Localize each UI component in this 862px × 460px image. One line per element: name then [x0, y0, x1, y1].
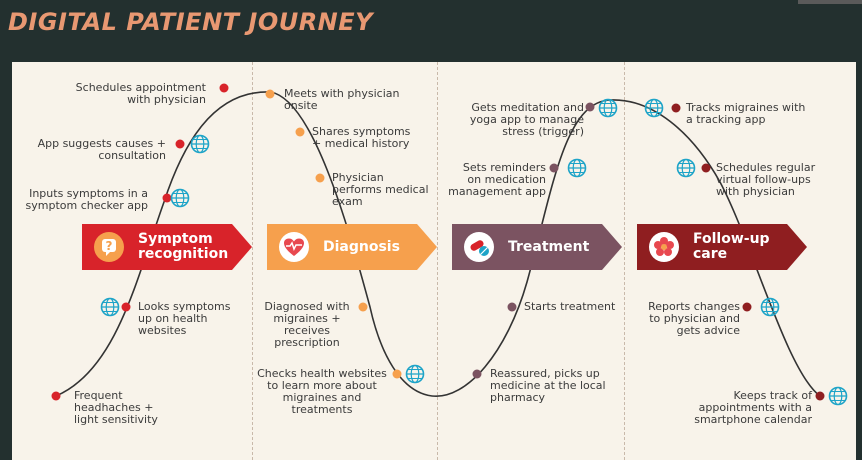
stage-diagnosis: Diagnosis [267, 224, 417, 270]
stage-banner-diagnosis [267, 224, 437, 270]
step-label: App suggests causes + consultation [37, 137, 166, 162]
globe-icon [190, 134, 210, 154]
step-dot [121, 302, 131, 312]
step-label: Gets meditation and yoga app to manage s… [469, 101, 584, 138]
question-icon: ? [94, 232, 124, 262]
step-label: Sets reminders on medication management … [448, 161, 546, 198]
step-label: Frequent headhaches + light sensitivity [74, 389, 158, 426]
stage-label: Treatment [508, 238, 590, 255]
step-dot [585, 102, 595, 112]
globe-icon [100, 297, 120, 317]
stage-banner-symptom [82, 224, 252, 270]
heart-pulse-icon [279, 232, 309, 262]
step-label: Looks symptoms up on health websites [138, 300, 231, 337]
stage-banner-followup [637, 224, 807, 270]
step-dot [315, 173, 325, 183]
stage-label: Follow-up care [693, 231, 770, 262]
globe-icon [170, 188, 190, 208]
stage-followup-care: Follow-up care [637, 224, 787, 270]
step-dot [175, 139, 185, 149]
step-label: Reassured, picks up medicine at the loca… [490, 367, 606, 404]
step-label: Inputs symptoms in a symptom checker app [25, 187, 149, 212]
flower-icon [649, 232, 679, 262]
step-label: Physician performs medical exam [332, 171, 429, 208]
stage-divider [252, 62, 253, 460]
page-title: DIGITAL PATIENT JOURNEY [8, 8, 374, 36]
step-label: Schedules regular virtual follow-ups wit… [716, 161, 816, 198]
stage-label: Symptom recognition [138, 231, 229, 262]
window-corner [798, 0, 862, 4]
globe-icon [760, 297, 780, 317]
step-dot [162, 193, 172, 203]
step-dot [219, 83, 229, 93]
step-label: Shares symptoms + medical history [312, 125, 411, 150]
step-label: Reports changes to physician and gets ad… [648, 300, 740, 337]
step-dot [815, 391, 825, 401]
step-dot [671, 103, 681, 113]
journey-panel: ? Symptom recognition Diagnosis Treatmen… [12, 62, 856, 460]
step-dot [472, 369, 482, 379]
step-label: Meets with physician onsite [284, 87, 400, 112]
step-dot [392, 369, 402, 379]
step-dot [549, 163, 559, 173]
step-label: Diagnosed with migraines + receives pres… [264, 300, 350, 349]
stage-banner-treatment [452, 224, 622, 270]
stage-symptom-recognition: ? Symptom recognition [82, 224, 232, 270]
stage-treatment: Treatment [452, 224, 602, 270]
step-label: Keeps track of appointments with a smart… [694, 389, 812, 426]
wave-line [55, 91, 821, 397]
globe-icon [598, 98, 618, 118]
step-dot [265, 89, 275, 99]
step-dot [507, 302, 517, 312]
globe-icon [676, 158, 696, 178]
globe-icon [644, 98, 664, 118]
step-label: Schedules appointment with physician [75, 81, 206, 106]
svg-text:?: ? [106, 239, 113, 253]
globe-icon [567, 158, 587, 178]
step-dot [295, 127, 305, 137]
step-label: Tracks migraines with a tracking app [686, 101, 806, 126]
step-dot [51, 391, 61, 401]
step-dot [358, 302, 368, 312]
globe-icon [828, 386, 848, 406]
pills-icon [464, 232, 494, 262]
stage-divider [624, 62, 625, 460]
step-dot [701, 163, 711, 173]
step-label: Starts treatment [524, 300, 616, 313]
stage-divider [437, 62, 438, 460]
stage-label: Diagnosis [323, 238, 400, 255]
step-dot [742, 302, 752, 312]
step-label: Checks health websites to learn more abo… [257, 367, 387, 416]
globe-icon [405, 364, 425, 384]
journey-curve [51, 83, 848, 406]
